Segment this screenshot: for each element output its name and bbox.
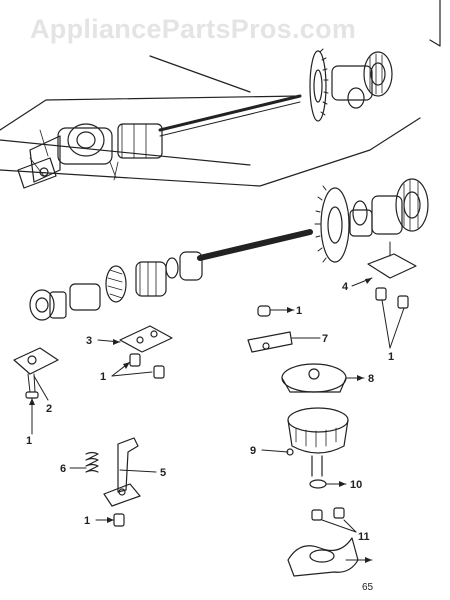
callout-1-link-screw: 1 xyxy=(296,305,302,317)
machine-bed-outline xyxy=(0,0,441,187)
callout-1-plate-screws: 11 xyxy=(358,531,370,543)
lower-shaft-gears xyxy=(29,178,429,321)
callout-10: 10 xyxy=(350,479,362,491)
rotary-hook xyxy=(286,407,349,489)
callout-7: 7 xyxy=(322,333,328,345)
callout-3: 3 xyxy=(86,335,92,347)
hook-link xyxy=(247,305,293,353)
bobbin-case xyxy=(281,363,347,393)
right-shaft-bracket xyxy=(367,241,417,309)
callout-2: 2 xyxy=(46,403,52,415)
callout-1-center: 1 xyxy=(100,371,106,383)
hook-base-plate xyxy=(287,507,359,577)
upper-hook-mechanism xyxy=(17,123,163,189)
watermark: AppliancePartsPros.com xyxy=(30,14,357,44)
callout-1-lever-screw: 1 xyxy=(84,515,90,527)
page-number: 65 xyxy=(362,582,374,593)
callout-9: 9 xyxy=(250,445,256,457)
arrowheads xyxy=(29,278,372,563)
callout-1-left: 1 xyxy=(26,435,32,447)
spring-and-feed-lever xyxy=(85,437,141,527)
callout-4: 4 xyxy=(342,281,349,293)
callout-6: 6 xyxy=(60,463,66,475)
callout-5: 5 xyxy=(160,467,166,479)
upper-shaft-assembly xyxy=(158,48,393,137)
callout-8: 8 xyxy=(368,373,374,385)
center-shaft-bracket xyxy=(119,325,173,379)
callout-1-right: 1 xyxy=(388,351,394,363)
left-shaft-bracket xyxy=(13,347,59,399)
